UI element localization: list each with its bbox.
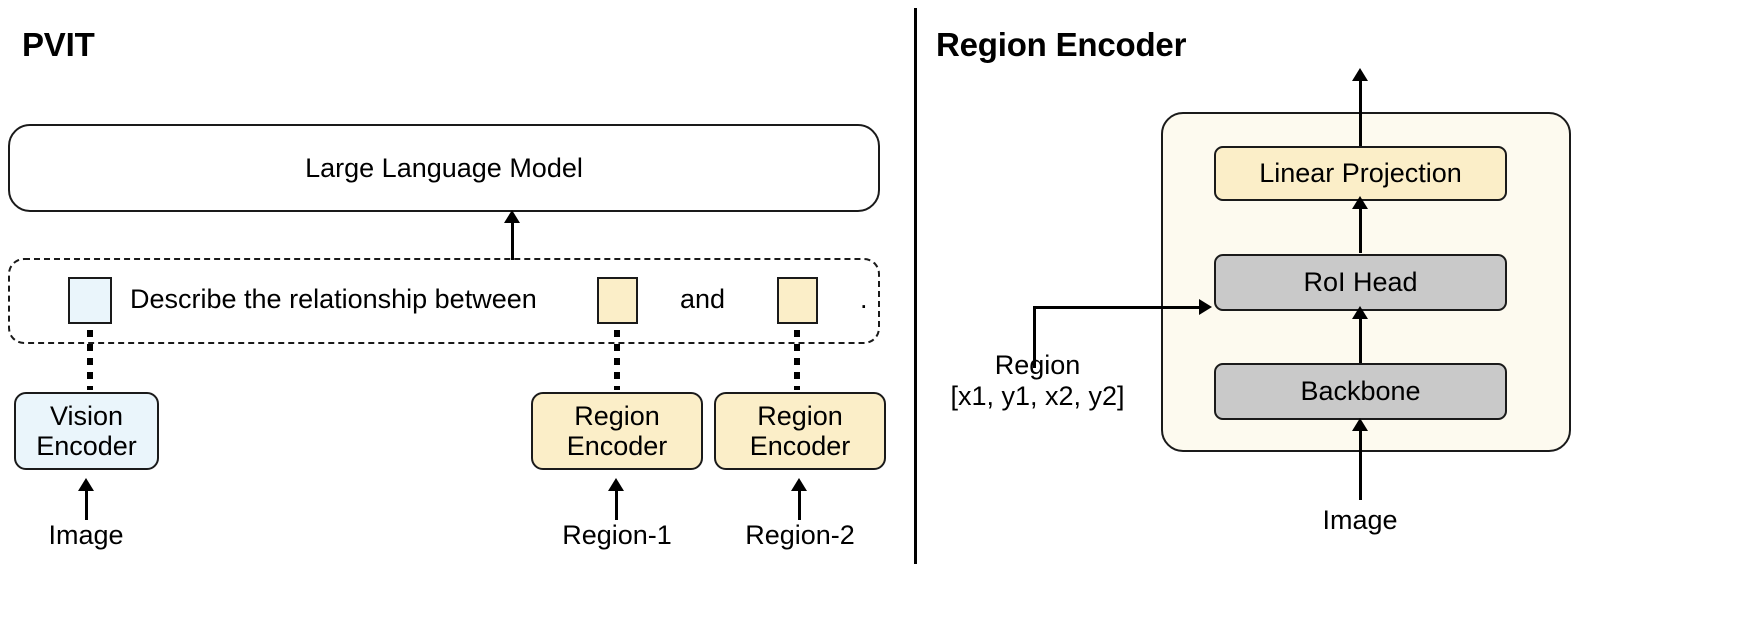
region-1-input-caption: Region-1: [562, 520, 672, 550]
prompt-to-llm-line: [511, 218, 514, 260]
image-token-square: [68, 277, 112, 324]
region-input-horizontal-line: [1033, 306, 1202, 309]
backbone-box: Backbone: [1214, 363, 1507, 420]
region-input-vertical-line: [1033, 306, 1036, 368]
region-encoder-2-label-line2: Encoder: [749, 431, 851, 461]
region-encoder-1-box: Region Encoder: [531, 392, 703, 470]
roi-to-linear-line: [1359, 205, 1362, 253]
region-token-1-connector: [614, 330, 620, 390]
roi-to-linear-arrow: [1352, 196, 1368, 209]
image-to-backbone-line: [1359, 428, 1362, 500]
region-token-2-connector: [794, 330, 800, 390]
right-image-input-caption: Image: [1322, 505, 1398, 535]
backbone-to-roi-line: [1359, 315, 1362, 363]
region-token-1-square: [597, 277, 638, 324]
region-encoder-output-line: [1359, 78, 1362, 146]
large-language-model-box: Large Language Model: [8, 124, 880, 212]
region-2-input-line: [798, 488, 801, 520]
region-encoder-2-box: Region Encoder: [714, 392, 886, 470]
region-2-input-arrow: [791, 478, 807, 491]
linear-projection-box: Linear Projection: [1214, 146, 1507, 201]
vision-encoder-box: Vision Encoder: [14, 392, 159, 470]
linear-projection-label: Linear Projection: [1259, 158, 1462, 189]
prompt-sequence-container: [8, 258, 880, 344]
region-input-caption: Region [x1, y1, x2, y2]: [930, 350, 1145, 412]
region-encoder-2-label-line1: Region: [757, 400, 843, 431]
image-input-line: [85, 488, 88, 520]
region-encoder-1-label-line1: Region: [574, 400, 660, 431]
image-to-backbone-arrow: [1352, 418, 1368, 431]
right-panel-title: Region Encoder: [936, 26, 1187, 63]
region-encoder-output-arrow: [1352, 68, 1368, 81]
roi-head-box: RoI Head: [1214, 254, 1507, 311]
roi-head-label: RoI Head: [1303, 267, 1418, 298]
prompt-text-segment-2: and: [680, 284, 726, 314]
large-language-model-label: Large Language Model: [305, 152, 583, 183]
region-2-input-caption: Region-2: [745, 520, 855, 550]
vision-encoder-label-line2: Encoder: [36, 431, 137, 461]
image-input-caption: Image: [48, 520, 124, 550]
vision-encoder-label-line1: Vision: [49, 400, 124, 431]
region-encoder-1-label-line2: Encoder: [566, 431, 668, 461]
region-token-2-square: [777, 277, 818, 324]
backbone-label: Backbone: [1300, 376, 1421, 407]
region-input-arrow: [1199, 299, 1212, 315]
region-input-caption-line2: [x1, y1, x2, y2]: [950, 380, 1125, 411]
prompt-text-segment-1: Describe the relationship between: [130, 284, 537, 314]
region-input-caption-line1: Region: [994, 350, 1081, 380]
prompt-to-llm-arrow: [504, 210, 520, 223]
image-input-arrow: [78, 478, 94, 491]
backbone-to-roi-arrow: [1352, 306, 1368, 319]
region-1-input-arrow: [608, 478, 624, 491]
panel-divider: [914, 8, 917, 564]
region-1-input-line: [615, 488, 618, 520]
left-panel-title: PVIT: [22, 26, 95, 63]
prompt-text-segment-3: .: [860, 284, 868, 314]
image-token-connector: [87, 330, 93, 390]
